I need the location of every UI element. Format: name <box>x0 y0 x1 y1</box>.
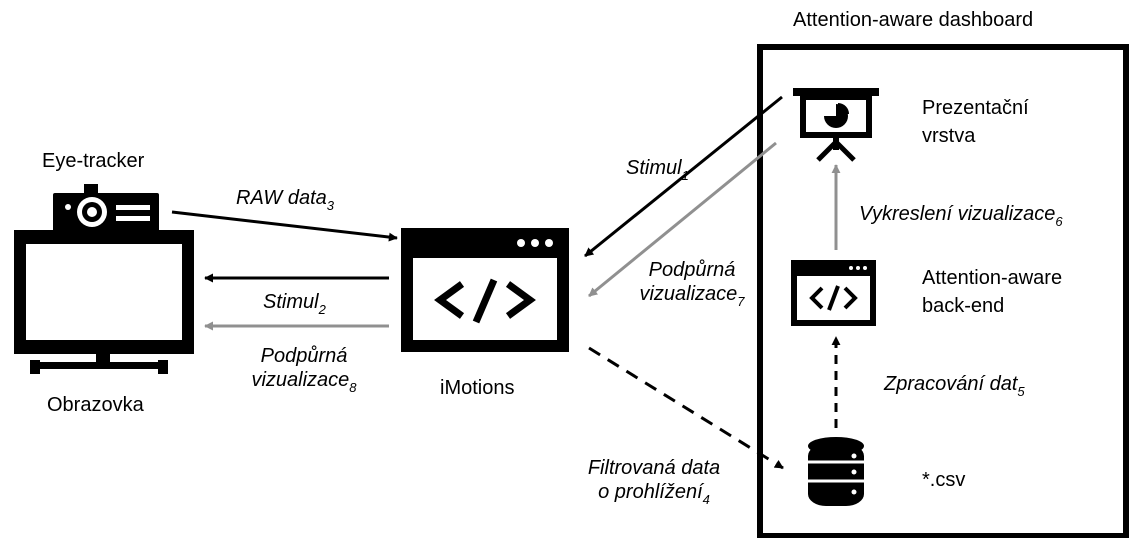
stimul-2-sub: 2 <box>318 302 326 317</box>
support-7-label: Podpůrná vizualizace7 <box>628 258 756 309</box>
arrow-stimul-1 <box>584 95 783 258</box>
raw-data-label: RAW data3 <box>236 186 335 213</box>
stimul-1-text: Stimul <box>626 157 682 179</box>
process-5-sub: 5 <box>1017 384 1025 399</box>
support-8-line2: vizualizace8 <box>228 368 380 395</box>
arrow-filtered-4 <box>588 346 784 470</box>
filtered-4-label: Filtrovaná data o prohlížení4 <box>566 456 742 507</box>
database-icon <box>808 437 864 506</box>
filtered-4-line2-text: o prohlížení <box>598 481 703 503</box>
presentation-label-2: vrstva <box>922 125 976 147</box>
stimul-1-label: Stimul1 <box>626 156 689 183</box>
eye-tracker-label: Eye-tracker <box>42 150 145 172</box>
arrow-support-7 <box>588 141 777 298</box>
projector-icon <box>53 184 159 235</box>
filtered-4-line2: o prohlížení4 <box>566 480 742 507</box>
backend-code-icon <box>791 260 876 326</box>
support-8-line2-text: vizualizace <box>251 369 350 391</box>
monitor-icon <box>14 230 194 374</box>
raw-data-sub: 3 <box>326 198 335 213</box>
raw-data-text: RAW data <box>236 187 327 209</box>
filtered-4-sub: 4 <box>702 492 710 507</box>
presentation-label-1: Prezentační <box>922 97 1029 119</box>
arrow-raw-data <box>171 210 398 242</box>
dashboard-title: Attention-aware dashboard <box>793 9 1034 31</box>
render-6-label: Vykreslení vizualizace6 <box>859 202 1063 229</box>
code-window-icon <box>401 228 569 352</box>
process-5-text: Zpracování dat <box>884 373 1018 395</box>
backend-label-1: Attention-aware <box>922 267 1063 289</box>
support-7-line2: vizualizace7 <box>628 282 756 309</box>
filtered-4-line1: Filtrovaná data <box>587 457 721 479</box>
backend-label-2: back-end <box>922 295 1005 317</box>
render-6-text: Vykreslení vizualizace <box>859 203 1056 225</box>
support-8-label: Podpůrná vizualizace8 <box>228 344 380 395</box>
support-7-line2-text: vizualizace <box>639 283 738 305</box>
support-8-sub: 8 <box>349 380 357 395</box>
stimul-2-text: Stimul <box>263 291 319 313</box>
imotions-label: iMotions <box>440 377 515 399</box>
render-6-sub: 6 <box>1055 214 1063 229</box>
dashboard-frame <box>757 44 1129 538</box>
presentation-board-icon <box>793 88 879 162</box>
csv-label: *.csv <box>922 469 966 491</box>
process-5-label: Zpracování dat5 <box>884 372 1025 399</box>
support-8-line1: Podpůrná <box>260 345 348 367</box>
support-7-sub: 7 <box>737 294 745 309</box>
support-7-line1: Podpůrná <box>648 259 736 281</box>
stimul-1-sub: 1 <box>681 168 689 183</box>
screen-label: Obrazovka <box>47 394 144 416</box>
stimul-2-label: Stimul2 <box>263 290 326 317</box>
